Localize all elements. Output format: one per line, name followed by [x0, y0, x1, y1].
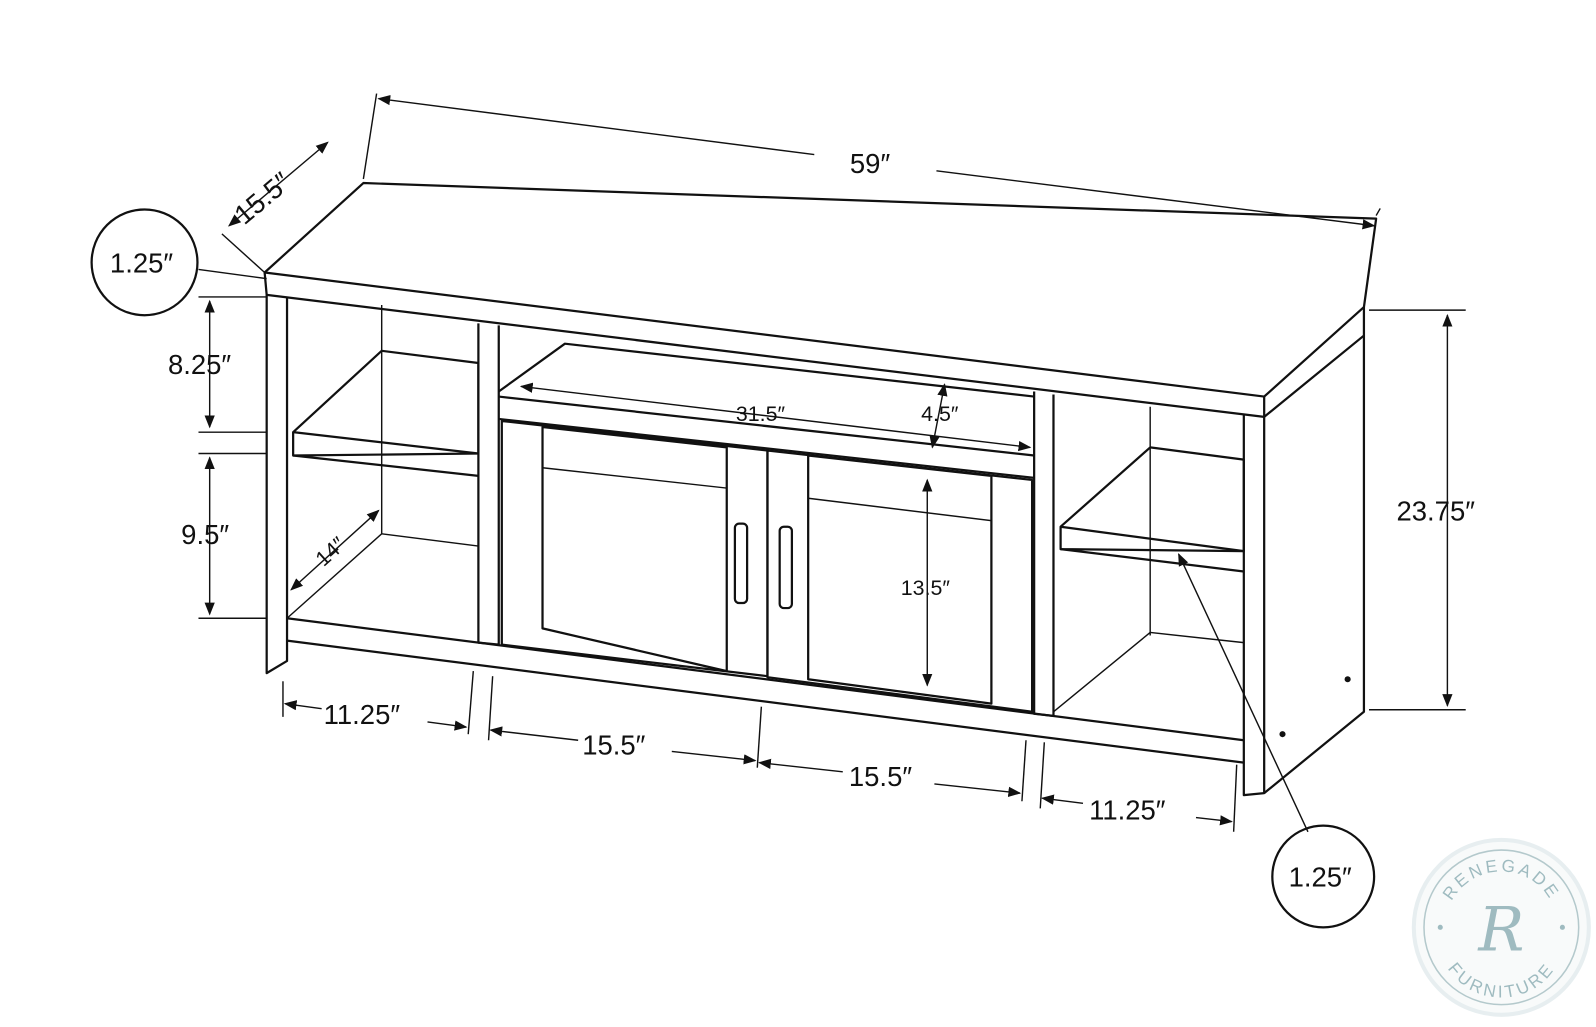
label-panel-thickness: 1.25″	[1289, 862, 1352, 893]
cabinet-outline	[263, 181, 1378, 797]
label-center-opening-width: 31.5″	[736, 402, 786, 426]
label-upper-shelf-opening: 8.25″	[168, 349, 231, 380]
label-overall-width: 59″	[850, 148, 891, 179]
label-top-thickness: 1.25″	[110, 248, 173, 279]
label-right-bay-width: 11.25″	[1089, 795, 1166, 826]
label-lower-shelf-opening: 9.5″	[181, 519, 229, 550]
label-left-door-width: 15.5″	[582, 730, 645, 761]
label-overall-depth: 15.5″	[228, 166, 297, 230]
label-overall-height: 23.75″	[1397, 496, 1476, 527]
label-right-door-width: 15.5″	[849, 761, 912, 792]
label-center-opening-height: 4.5″	[921, 402, 959, 426]
label-left-bay-width: 11.25″	[324, 699, 401, 730]
renegade-furniture-watermark: RENEGADE FURNITURE R	[1411, 837, 1591, 1017]
top-thickness-callout	[90, 208, 199, 317]
svg-text:R: R	[1477, 895, 1524, 966]
label-door-opening-height: 13.5″	[901, 576, 951, 600]
dimension-lines	[198, 93, 1466, 833]
label-shelf-depth: 14″	[311, 532, 351, 571]
panel-thickness-callout	[1271, 824, 1376, 929]
